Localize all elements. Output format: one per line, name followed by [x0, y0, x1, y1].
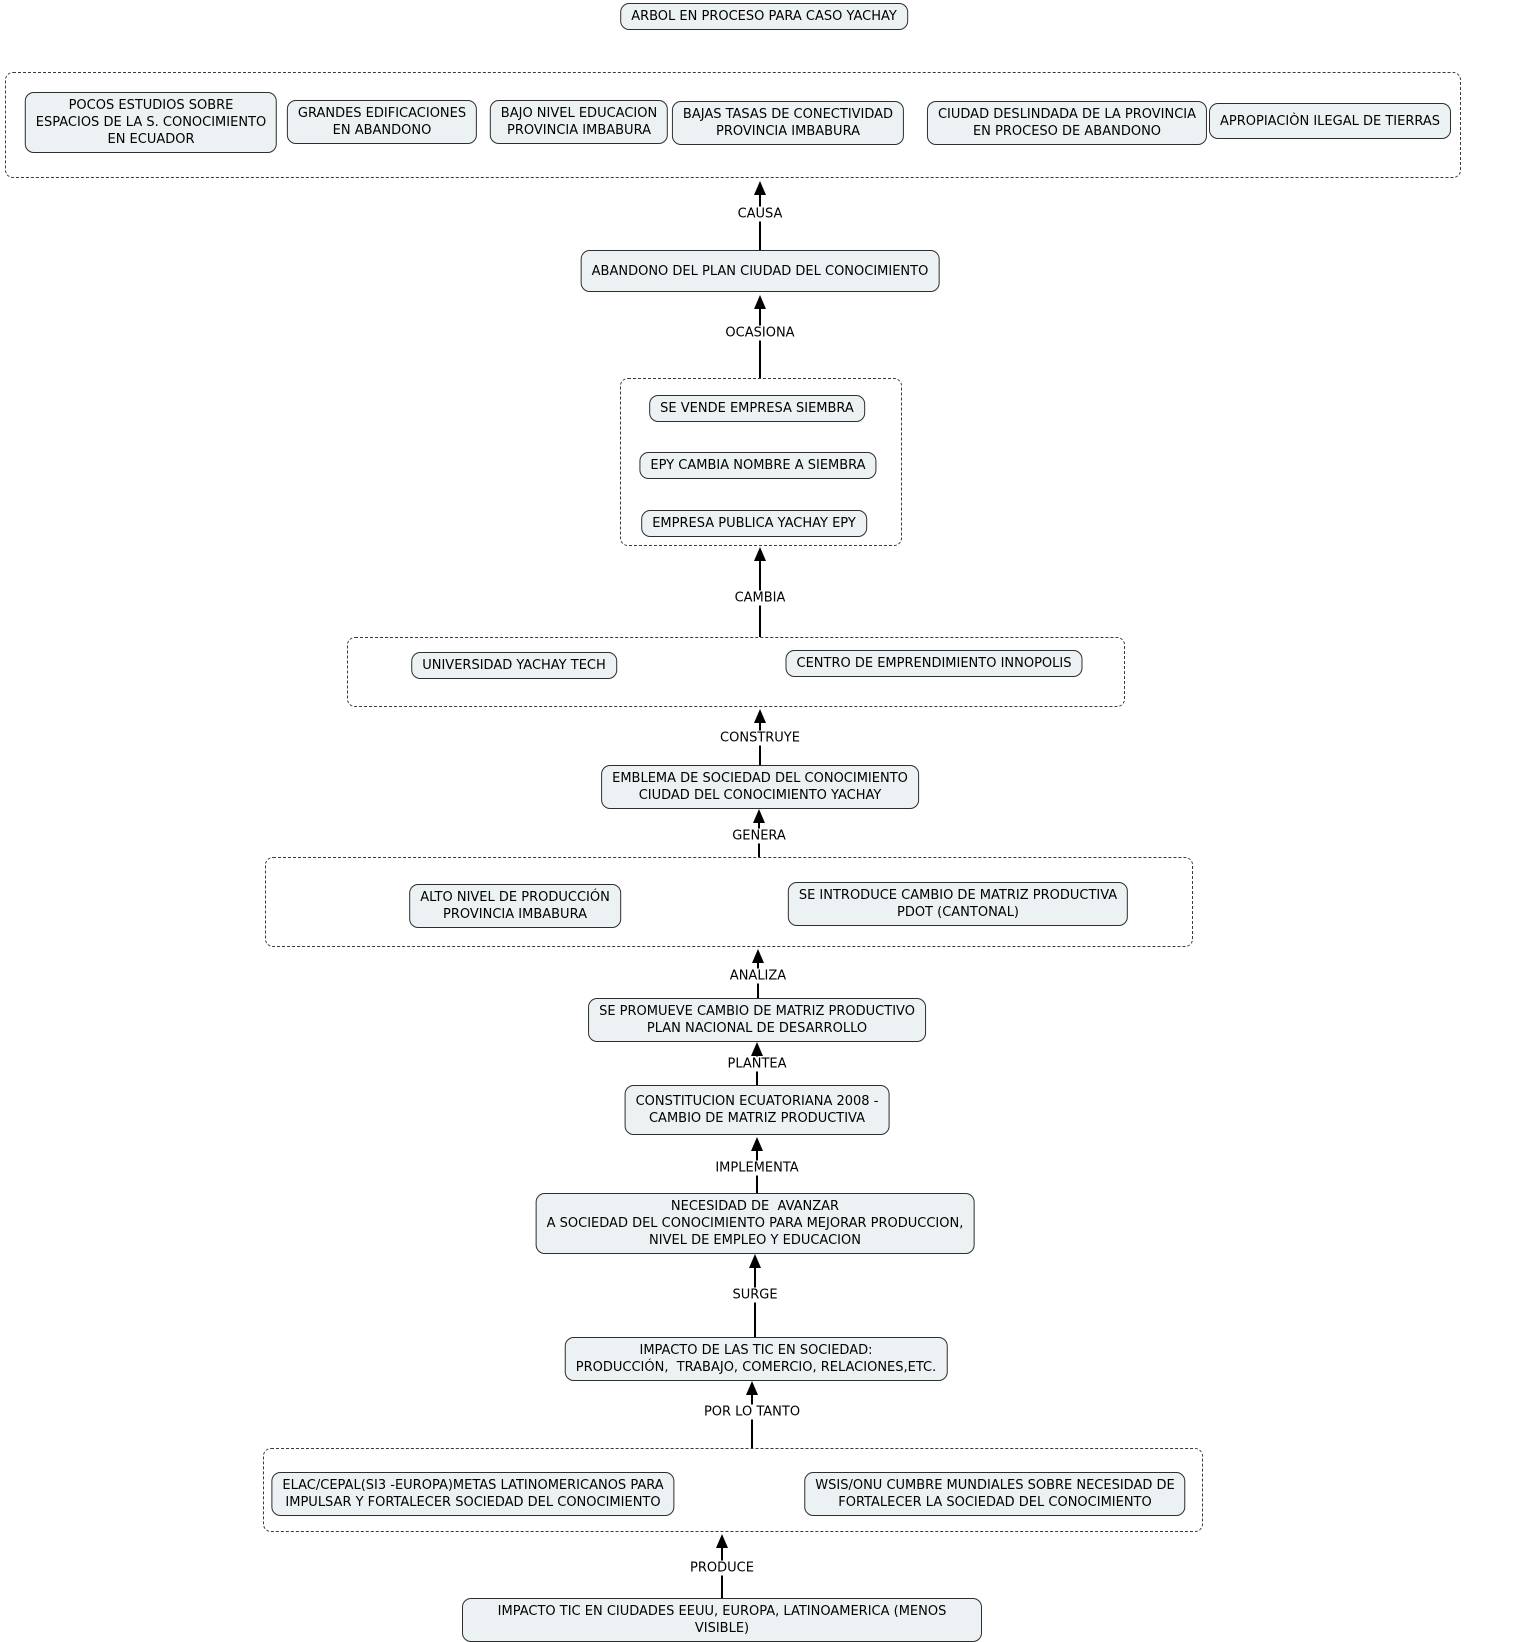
node-bajo-nivel-educacion[interactable]: BAJO NIVEL EDUCACION PROVINCIA IMBABURA — [489, 100, 669, 144]
node-impacto-tic-sociedad[interactable]: IMPACTO DE LAS TIC EN SOCIEDAD: PRODUCCI… — [564, 1337, 948, 1381]
arrow-up-icon — [754, 547, 766, 561]
node-impacto-tic-ciudades[interactable]: IMPACTO TIC EN CIUDADES EEUU, EUROPA, LA… — [462, 1598, 982, 1642]
group-cumbres — [263, 1448, 1203, 1532]
node-elac-cepal[interactable]: ELAC/CEPAL(SI3 -EUROPA)METAS LATINOMERIC… — [271, 1472, 675, 1516]
node-wsis-onu[interactable]: WSIS/ONU CUMBRE MUNDIALES SOBRE NECESIDA… — [804, 1472, 1186, 1516]
node-pocos-estudios[interactable]: POCOS ESTUDIOS SOBRE ESPACIOS DE LA S. C… — [24, 92, 278, 153]
node-empresa-publica-epy[interactable]: EMPRESA PUBLICA YACHAY EPY — [641, 510, 867, 537]
edge-line-por-lo-tanto — [751, 1393, 753, 1448]
edge-label-analiza: ANALIZA — [725, 968, 791, 984]
group-instituciones — [347, 637, 1125, 707]
edge-label-cambia: CAMBIA — [730, 590, 790, 606]
node-se-introduce-cambio[interactable]: SE INTRODUCE CAMBIO DE MATRIZ PRODUCTIVA… — [787, 882, 1129, 926]
node-bajas-tasas-conectividad[interactable]: BAJAS TASAS DE CONECTIVIDAD PROVINCIA IM… — [671, 101, 905, 145]
node-ciudad-deslindada[interactable]: CIUDAD DESLINDADA DE LA PROVINCIA EN PRO… — [926, 101, 1208, 145]
arrow-up-icon — [753, 809, 765, 823]
arrow-up-icon — [754, 295, 766, 309]
node-apropiacion-ilegal[interactable]: APROPIACIÒN ILEGAL DE TIERRAS — [1209, 103, 1451, 139]
node-epy-cambia-nombre[interactable]: EPY CAMBIA NOMBRE A SIEMBRA — [639, 452, 877, 479]
edge-label-surge: SURGE — [728, 1287, 782, 1303]
group-empresa — [620, 378, 902, 546]
node-abandono-plan[interactable]: ABANDONO DEL PLAN CIUDAD DEL CONOCIMIENT… — [580, 250, 940, 292]
edge-line-ocasiona — [759, 307, 761, 378]
edge-label-construye: CONSTRUYE — [716, 730, 804, 746]
edge-label-ocasiona: OCASIONA — [721, 325, 799, 341]
arrow-up-icon — [754, 709, 766, 723]
node-constitucion-2008[interactable]: CONSTITUCION ECUATORIANA 2008 - CAMBIO D… — [624, 1085, 890, 1135]
edge-line-causa — [759, 193, 761, 250]
edge-label-implementa: IMPLEMENTA — [711, 1160, 803, 1176]
node-alto-nivel-produccion[interactable]: ALTO NIVEL DE PRODUCCIÓN PROVINCIA IMBAB… — [409, 884, 621, 928]
node-se-vende-siembra[interactable]: SE VENDE EMPRESA SIEMBRA — [649, 395, 865, 422]
arrow-up-icon — [752, 949, 764, 963]
group-causas — [5, 72, 1461, 178]
arrow-up-icon — [749, 1254, 761, 1268]
group-resultados — [265, 857, 1193, 947]
arrow-up-icon — [751, 1042, 763, 1056]
diagram-title[interactable]: ARBOL EN PROCESO PARA CASO YACHAY — [620, 3, 908, 30]
node-necesidad-avanzar[interactable]: NECESIDAD DE AVANZAR A SOCIEDAD DEL CONO… — [535, 1193, 975, 1254]
edge-label-plantea: PLANTEA — [723, 1056, 791, 1072]
edge-label-produce: PRODUCE — [686, 1560, 758, 1576]
edge-label-genera: GENERA — [728, 828, 790, 844]
arrow-up-icon — [751, 1137, 763, 1151]
node-universidad-yachay-tech[interactable]: UNIVERSIDAD YACHAY TECH — [411, 652, 617, 679]
node-centro-innopolis[interactable]: CENTRO DE EMPRENDIMIENTO INNOPOLIS — [785, 650, 1083, 677]
arrow-up-icon — [716, 1534, 728, 1548]
node-se-promueve-cambio[interactable]: SE PROMUEVE CAMBIO DE MATRIZ PRODUCTIVO … — [588, 998, 926, 1042]
edge-label-causa: CAUSA — [733, 206, 787, 222]
node-grandes-edificaciones[interactable]: GRANDES EDIFICACIONES EN ABANDONO — [286, 100, 478, 144]
arrow-up-icon — [754, 181, 766, 195]
node-emblema-sociedad[interactable]: EMBLEMA DE SOCIEDAD DEL CONOCIMIENTO CIU… — [601, 765, 919, 809]
arrow-up-icon — [746, 1381, 758, 1395]
edge-label-por-lo-tanto: POR LO TANTO — [699, 1404, 805, 1420]
